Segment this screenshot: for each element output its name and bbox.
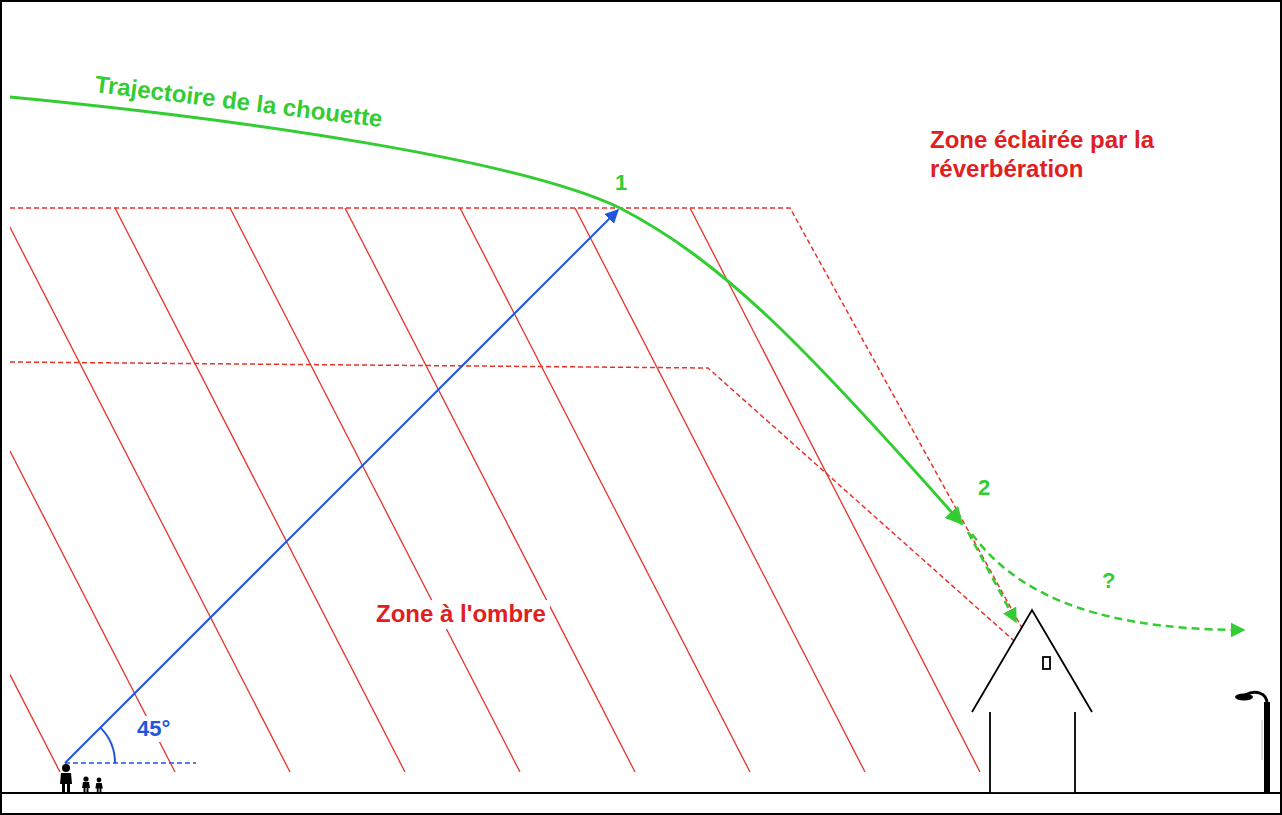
house	[972, 610, 1092, 793]
ground-line	[0, 792, 1282, 794]
sight-line	[65, 210, 618, 763]
owl-trajectory	[10, 97, 962, 524]
angle-label: 45°	[133, 716, 174, 742]
question-mark: ?	[1102, 568, 1115, 594]
horizontal-reference	[65, 762, 196, 764]
zone-label: Zone éclairée par la réverbération	[930, 126, 1195, 184]
trajectory-option-down	[968, 532, 1016, 622]
trajectory-option-away	[972, 534, 1244, 630]
angle-arc	[100, 728, 115, 763]
zone-label: Zone à l'ombre	[372, 600, 550, 629]
callout-number: 2	[978, 475, 990, 501]
street-lamp	[1235, 692, 1270, 793]
people	[60, 764, 103, 793]
shadow-hatching	[0, 208, 980, 772]
light-limit-lower	[10, 362, 1030, 655]
callout-number: 1	[615, 170, 627, 196]
light-limit-upper	[10, 208, 1022, 628]
